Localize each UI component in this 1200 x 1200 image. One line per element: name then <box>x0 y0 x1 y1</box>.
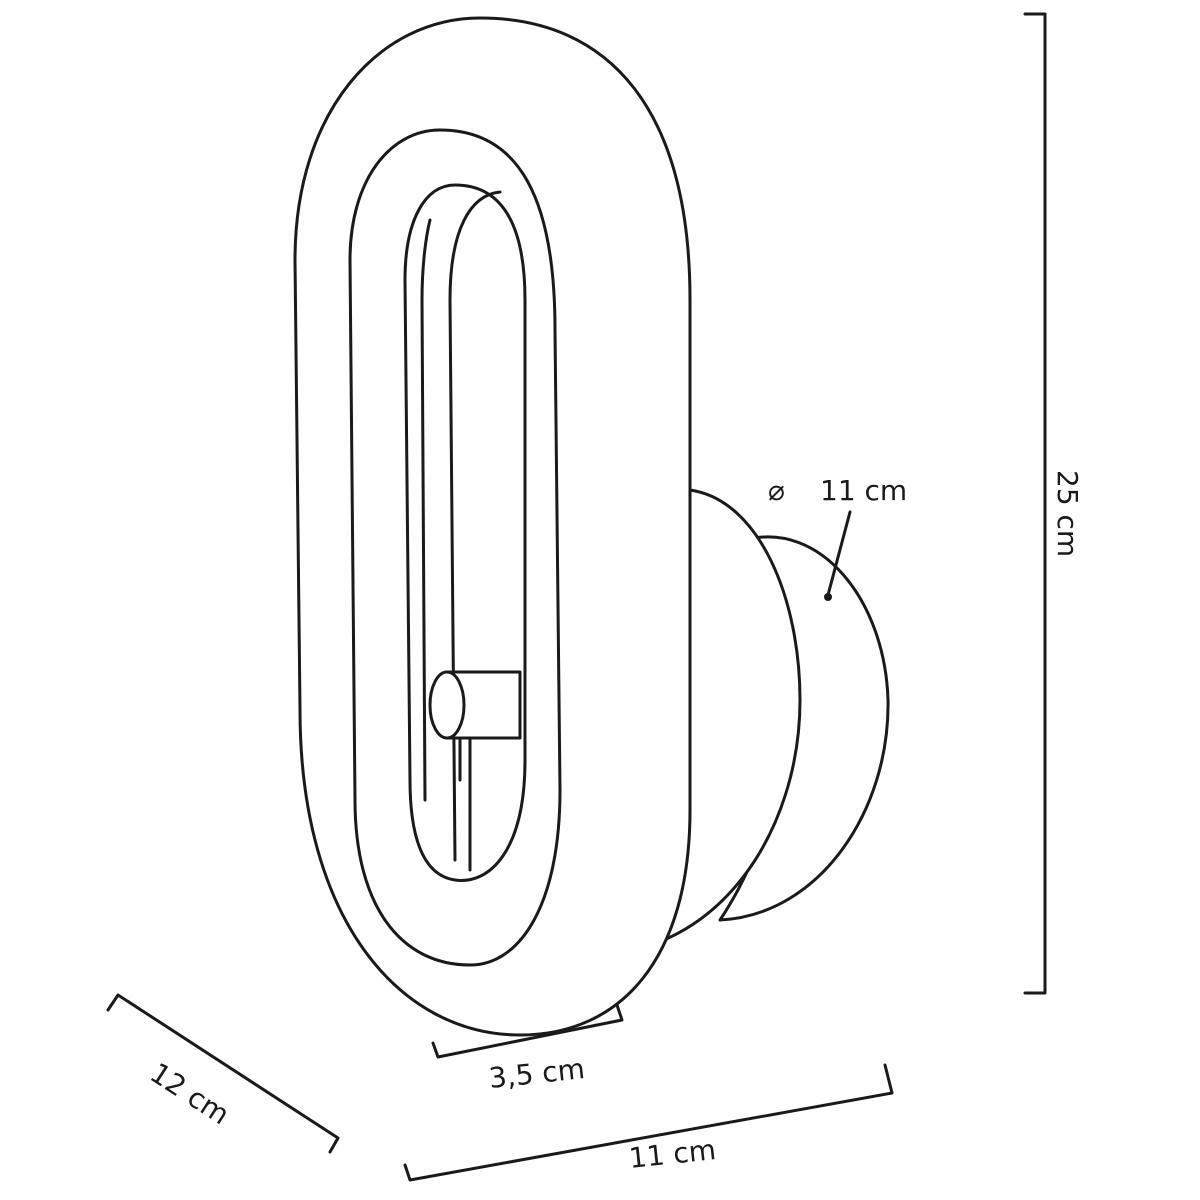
height-dimension-line <box>1023 12 1047 995</box>
depth-label: 12 cm <box>144 1056 235 1131</box>
diameter-label: ⌀ 11 cm <box>768 474 907 507</box>
diameter-value: 11 cm <box>820 474 907 507</box>
depth-small-label: 3,5 cm <box>487 1052 586 1095</box>
rod-end <box>428 670 466 740</box>
diameter-leader <box>826 510 852 597</box>
outer-loop <box>293 16 692 1037</box>
inner-light-strip <box>420 190 502 862</box>
inner-loop <box>403 183 527 882</box>
rod-support <box>458 738 472 872</box>
width-dimension-line <box>403 1063 894 1182</box>
middle-loop <box>348 128 562 967</box>
leader-dot <box>824 593 832 601</box>
height-label: 25 cm <box>1051 470 1084 557</box>
depth-dimension-line <box>106 993 340 1154</box>
diameter-symbol: ⌀ <box>768 474 785 507</box>
depth-small-dimension-line <box>431 1003 624 1059</box>
